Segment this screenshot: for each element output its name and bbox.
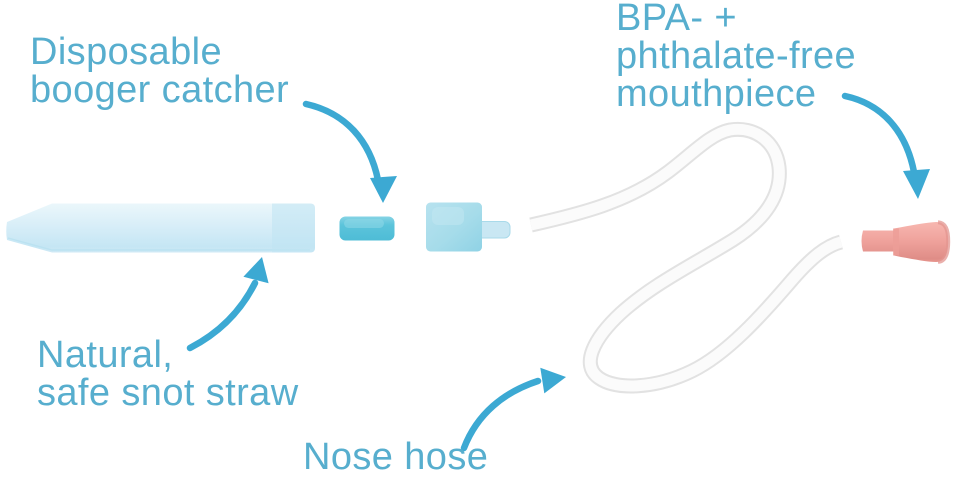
label-booger-catcher-line2: booger catcher	[30, 69, 290, 111]
label-snot-straw-line2: safe snot straw	[37, 372, 299, 414]
mouthpiece-rim	[937, 220, 951, 264]
arrow-to-nose-hose-head	[540, 367, 566, 394]
mouthpiece-body	[861, 221, 949, 262]
arrow-to-nose-hose	[460, 367, 566, 452]
arrow-to-mouthpiece-curve	[841, 92, 918, 176]
snot-straw-illustration	[6, 203, 315, 253]
arrow-to-foam-filter-curve	[302, 100, 382, 184]
arrow-to-foam-filter-head	[370, 176, 397, 203]
nose-hose-tube	[529, 123, 843, 392]
snot-straw-body	[6, 203, 315, 253]
hose-cap-illustration	[426, 202, 511, 252]
label-mouthpiece-line3: mouthpiece	[616, 73, 817, 115]
arrow-to-mouthpiece	[841, 92, 930, 199]
label-nose-hose-line1: Nose hose	[303, 436, 489, 478]
label-snot-straw-line1: Natural,	[37, 334, 174, 376]
snot-straw-end-tint	[272, 203, 315, 253]
hose-cap-sheen	[432, 207, 464, 225]
arrow-to-nose-hose-curve	[460, 377, 542, 452]
snot-straw-facet-line	[7, 237, 310, 251]
nose-hose-outline	[529, 121, 844, 394]
mouthpiece-illustration	[861, 220, 951, 264]
label-booger-catcher: Disposable booger catcher	[30, 33, 289, 109]
label-mouthpiece-line2: phthalate-free	[616, 35, 857, 77]
arrow-to-snot-straw-curve	[186, 279, 259, 352]
label-mouthpiece: BPA- + phthalate-free mouthpiece	[616, 0, 856, 113]
label-mouthpiece-line1: BPA- +	[616, 0, 738, 39]
label-snot-straw: Natural, safe snot straw	[37, 336, 299, 412]
arrow-to-mouthpiece-head	[903, 169, 930, 199]
label-nose-hose: Nose hose	[303, 438, 488, 476]
annotation-arrows	[186, 92, 930, 452]
arrow-to-snot-straw-head	[243, 257, 269, 284]
arrow-to-snot-straw	[186, 257, 269, 352]
foam-filter-texture	[344, 219, 384, 228]
label-booger-catcher-line1: Disposable	[30, 31, 222, 73]
nose-hose-illustration	[529, 121, 844, 394]
mouthpiece-collar	[893, 228, 899, 256]
foam-filter-illustration	[339, 216, 395, 241]
arrow-to-foam-filter	[302, 100, 397, 203]
